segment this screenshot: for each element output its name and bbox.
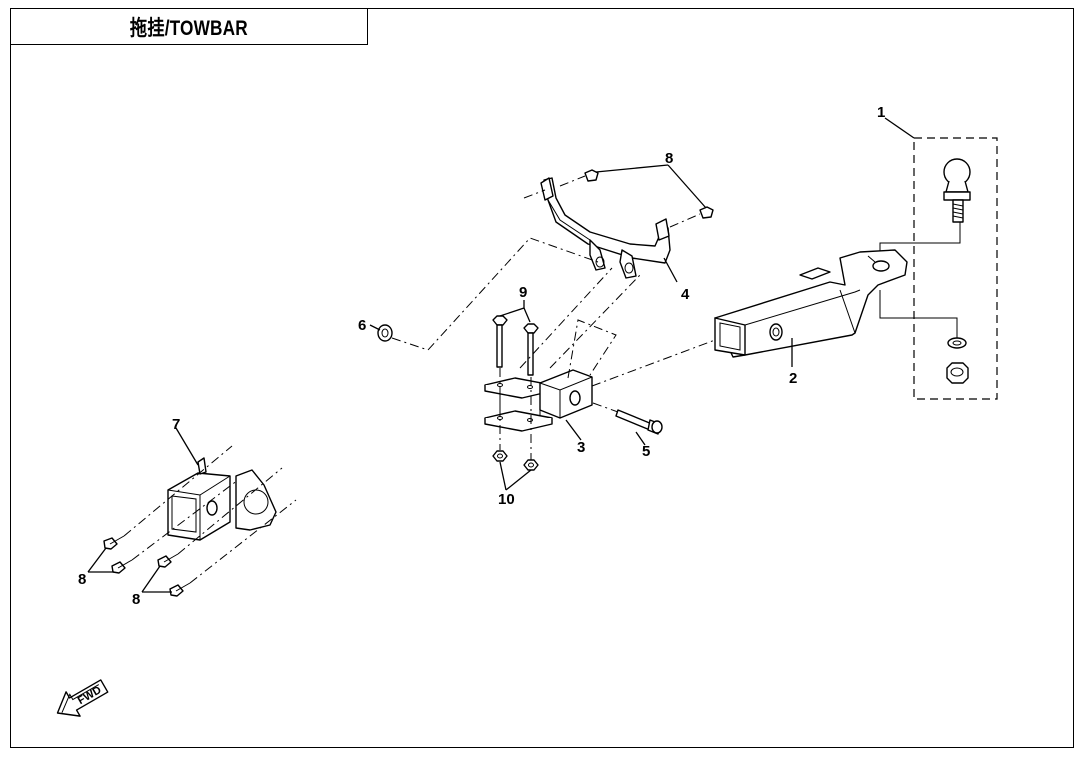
callout-4: 4: [681, 286, 690, 303]
callout-10: 10: [498, 491, 515, 508]
bolt-9-b: [523, 323, 539, 376]
screw-8-top-b: [699, 206, 714, 219]
callout-9: 9: [519, 284, 527, 301]
rear-receiver-bracket: [167, 457, 277, 541]
ball-group-box: [913, 137, 998, 400]
drawing-frame: [10, 8, 1074, 748]
nut-10-b: [523, 459, 539, 471]
callout-8-left-a: 8: [78, 571, 86, 588]
callout-1: 1: [877, 104, 885, 121]
drawbar: [714, 249, 908, 358]
forward-arrow-icon: FWD: [56, 679, 109, 717]
hitch-bracket: [484, 369, 593, 432]
title-box: 拖挂/TOWBAR: [10, 8, 368, 45]
screw-8-top-a: [584, 169, 599, 182]
nut-10-a: [492, 450, 508, 462]
callout-2: 2: [789, 370, 797, 387]
callout-5: 5: [642, 443, 650, 460]
page-title: 拖挂/TOWBAR: [130, 16, 248, 40]
lock-washer: [947, 337, 967, 349]
screw-8-left-b: [111, 559, 133, 574]
screw-8-left-a: [103, 535, 125, 550]
tow-ball-group: [879, 117, 998, 400]
nut-6: [377, 324, 393, 342]
callout-6: 6: [358, 317, 366, 334]
callout-3: 3: [577, 439, 585, 456]
bolt-9-a: [492, 315, 508, 368]
screw-8-left-d: [169, 582, 191, 597]
screw-8-left-c: [157, 553, 179, 568]
ball-nut: [946, 362, 969, 384]
pin-bolt-5: [615, 409, 663, 435]
callout-8-left-b: 8: [132, 591, 140, 608]
assembly-lines: [123, 175, 716, 584]
callout-7: 7: [172, 416, 180, 433]
leader-lines: [87, 164, 793, 593]
front-u-bracket: [540, 177, 671, 279]
callout-8-top: 8: [665, 150, 673, 167]
fwd-label: FWD: [76, 684, 104, 707]
tow-ball: [943, 158, 971, 223]
